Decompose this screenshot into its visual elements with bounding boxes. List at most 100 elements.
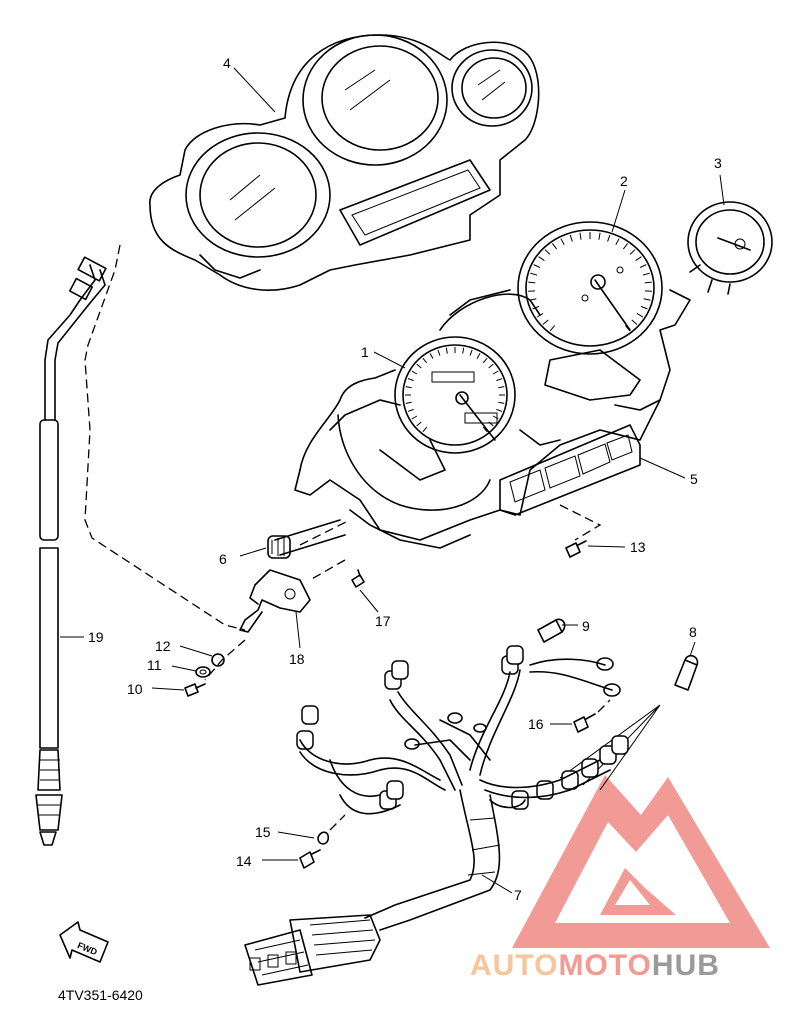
gauge-tick [476,353,481,359]
gauge-tick [542,319,549,325]
fuel-gauge-icon [687,201,773,295]
gauge-tick [538,256,545,262]
gauge-tick [498,386,505,389]
gauge-tick [607,234,611,242]
screw-icon [351,569,365,588]
gauge-tick [622,243,628,250]
gauge-tick [579,232,582,240]
gauge-tick [636,313,644,318]
cable-bracket-icon [239,569,311,633]
callout-16: 16 [528,716,544,732]
bulb-socket-icon [386,780,404,800]
meter-assembly-icon [294,289,691,549]
bulb-socket-icon [301,705,319,725]
gauge-tick [422,357,428,364]
indicator-panel-icon [499,424,641,516]
gauge-tick [635,256,642,262]
callout-3: 3 [714,155,722,171]
gauge-tick [416,421,422,427]
callout-10: 10 [127,681,143,697]
callout-17: 17 [375,613,391,629]
callout-8: 8 [689,624,697,640]
watermark-hub: HUB [652,949,720,982]
drive-gear-icon [267,519,346,559]
fwd-label: FWD [76,940,99,957]
meter-cover-icon [149,34,540,291]
gauge-tick [498,401,505,404]
gauge-tick [629,249,636,255]
gauge-tick [533,264,541,269]
bulb-socket-icon [391,660,409,680]
fwd-arrow-icon [59,921,109,963]
bulb-icon [674,654,699,691]
gauge-tick [631,319,638,325]
gauge-tick [437,349,441,356]
gauge-tick [496,378,503,382]
callout-5: 5 [690,471,698,487]
callout-12: 12 [155,638,171,654]
gauge-tick [530,272,538,276]
clip-icon [317,831,330,845]
collar-icon [211,653,225,667]
gauge-tick [544,249,551,255]
callout-7: 7 [514,887,522,903]
bulb-icon [537,618,566,643]
bulb-socket-icon [561,770,579,790]
callout-13: 13 [630,539,646,555]
speedometer-cable-icon [35,256,107,846]
gauge-tick [407,408,414,412]
callout-2: 2 [620,173,628,189]
gauge-tick [639,264,647,269]
screw-icon [565,540,587,558]
callout-6: 6 [219,551,227,567]
gauge-tick [482,357,488,364]
callout-11: 11 [147,657,162,673]
washer-icon [195,666,211,678]
bulb-socket-icon [296,730,314,750]
gauge-tick [569,234,573,242]
gauge-tick [411,370,418,375]
gauge-tick [492,370,499,375]
gauge-tick [642,272,650,276]
screw-icon [184,683,206,697]
gauge-tick [445,347,448,354]
callout-1: 1 [361,344,369,360]
gauge-tick [496,408,503,412]
gauge-tick [598,232,601,240]
callout-4: 4 [223,55,231,71]
callout-9: 9 [582,618,590,634]
gauge-tick [405,386,412,389]
bulb-socket-icon [506,645,524,665]
gauge-tick [482,426,488,433]
gauge-tick [560,238,565,245]
bulb-socket-icon [511,790,529,810]
gauge-tick [615,238,620,245]
callout-15: 15 [255,824,271,840]
gauge-tick [488,363,494,369]
screw-icon [299,849,321,869]
tachometer-icon [517,221,663,355]
watermark-auto: AUTO [470,949,558,982]
gauge-tick [549,325,556,332]
watermark-logo-icon [512,775,770,948]
part-code: 4TV351-6420 [58,987,143,1003]
gauge-tick [462,347,465,354]
callout-18: 18 [289,651,305,667]
gauge-tick [644,281,652,284]
gauge-tick [492,415,499,420]
gauge-tick [407,378,414,382]
watermark-moto: MOTO [558,949,651,982]
gauge-tick [405,401,412,404]
callout-14: 14 [236,853,252,869]
gauge-tick [416,363,422,369]
callout-19: 19 [88,629,104,645]
gauge-tick [528,281,536,284]
gauge-tick [469,349,473,356]
gauge-tick [422,426,428,433]
gauge-tick [643,298,651,301]
gauge-tick [552,243,558,250]
gauge-tick [640,305,648,310]
screw-icon [573,713,596,733]
gauge-tick [411,415,418,420]
